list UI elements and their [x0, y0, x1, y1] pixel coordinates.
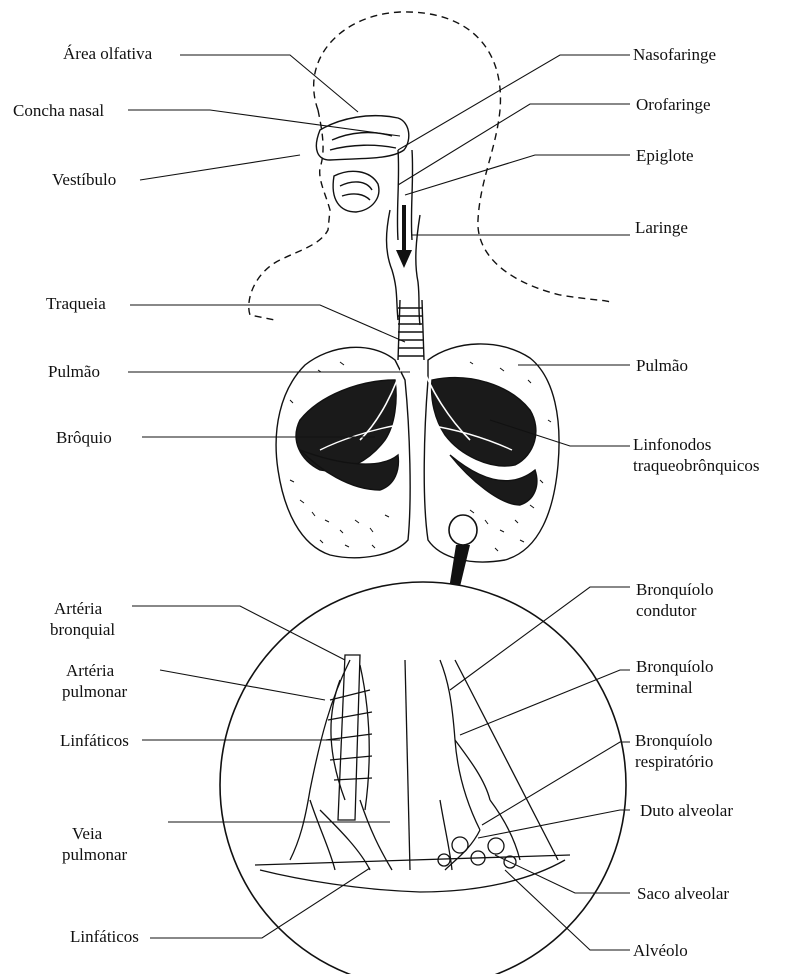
label-traqueia: Traqueia [46, 294, 106, 314]
label-linfaticos-bottom: Linfáticos [70, 927, 139, 947]
lungs [276, 344, 559, 562]
label-pulmao-right: Pulmão [636, 356, 688, 376]
label-area-olfativa: Área olfativa [63, 44, 152, 64]
label-pulmao-left: Pulmão [48, 362, 100, 382]
label-veia-pulmonar-line2: pulmonar [62, 844, 127, 865]
label-bronquiolo-respiratorio: Bronquíolo respiratório [635, 730, 713, 772]
label-arteria-bronquial-line2: bronquial [50, 619, 115, 640]
label-duto-alveolar: Duto alveolar [640, 801, 733, 821]
pharynx [397, 150, 398, 240]
label-bronquiolo-condutor-line2: condutor [636, 600, 713, 621]
label-veia-pulmonar: Veia pulmonar [62, 823, 127, 865]
label-laringe: Laringe [635, 218, 688, 238]
label-bronquiolo-respiratorio-line1: Bronquíolo [635, 730, 713, 751]
label-broquio: Brôquio [56, 428, 112, 448]
label-orofaringe: Orofaringe [636, 95, 711, 115]
label-arteria-pulmonar: Artéria pulmonar [62, 660, 127, 702]
nasal-cavity [316, 116, 408, 160]
label-saco-alveolar: Saco alveolar [637, 884, 729, 904]
label-linfonodos: Linfonodos traqueobrônquicos [633, 434, 760, 476]
label-bronquiolo-condutor: Bronquíolo condutor [636, 579, 713, 621]
label-arteria-bronquial-line1: Artéria [50, 598, 115, 619]
face-outline [249, 110, 330, 320]
label-bronquiolo-respiratorio-line2: respiratório [635, 751, 713, 772]
label-linfonodos-line1: Linfonodos [633, 434, 760, 455]
lymph-node [449, 515, 477, 545]
label-veia-pulmonar-line1: Veia [62, 823, 127, 844]
oral-cavity [333, 171, 379, 212]
label-nasofaringe: Nasofaringe [633, 45, 716, 65]
label-linfonodos-line2: traqueobrônquicos [633, 455, 760, 476]
label-arteria-pulmonar-line1: Artéria [62, 660, 127, 681]
label-bronquiolo-terminal-line1: Bronquíolo [636, 656, 713, 677]
label-alveolo: Alvéolo [633, 941, 688, 961]
larynx [387, 210, 399, 320]
label-concha-nasal: Concha nasal [13, 101, 104, 121]
label-vestibulo: Vestíbulo [52, 170, 116, 190]
label-arteria-pulmonar-line2: pulmonar [62, 681, 127, 702]
label-bronquiolo-terminal: Bronquíolo terminal [636, 656, 713, 698]
label-linfaticos-top: Linfáticos [60, 731, 129, 751]
label-bronquiolo-condutor-line1: Bronquíolo [636, 579, 713, 600]
label-arteria-bronquial: Artéria bronquial [50, 598, 115, 640]
magnified-view [220, 582, 626, 974]
label-epiglote: Epiglote [636, 146, 694, 166]
label-bronquiolo-terminal-line2: terminal [636, 677, 713, 698]
trachea [398, 300, 424, 360]
